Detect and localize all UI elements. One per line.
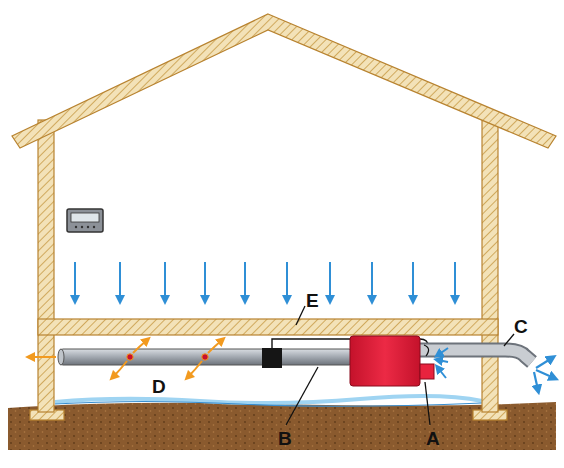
callout-letter: D bbox=[150, 376, 168, 397]
pipe-end bbox=[58, 349, 64, 365]
soil bbox=[8, 402, 556, 450]
inflow-arrows bbox=[438, 348, 448, 378]
airflow-arrows bbox=[75, 262, 455, 300]
panel-buttons bbox=[75, 226, 95, 228]
sensor-box bbox=[262, 348, 282, 368]
exhaust-arrows bbox=[534, 358, 554, 390]
outflow-arrow bbox=[30, 356, 56, 358]
suction-pipe bbox=[60, 349, 352, 365]
exhaust-pipe-core bbox=[420, 350, 532, 362]
outflow-arrows bbox=[113, 340, 222, 377]
control-panel bbox=[67, 209, 103, 232]
radon-fan bbox=[350, 336, 420, 386]
roof bbox=[12, 14, 556, 148]
callout-letter: E bbox=[304, 290, 321, 311]
wall bbox=[482, 120, 498, 412]
leader-lines bbox=[286, 306, 514, 425]
callout-letter: C bbox=[512, 316, 530, 337]
exhaust-pipe bbox=[420, 350, 532, 362]
callout-letter: A bbox=[424, 428, 442, 449]
pipe-holes bbox=[127, 354, 208, 360]
vapor-barrier-edge bbox=[55, 402, 482, 407]
callout-letter: B bbox=[276, 428, 294, 449]
wall bbox=[38, 120, 54, 412]
wire-loop bbox=[424, 345, 429, 356]
fan-port bbox=[420, 364, 434, 379]
floor bbox=[38, 319, 498, 335]
panel-display bbox=[71, 213, 99, 222]
